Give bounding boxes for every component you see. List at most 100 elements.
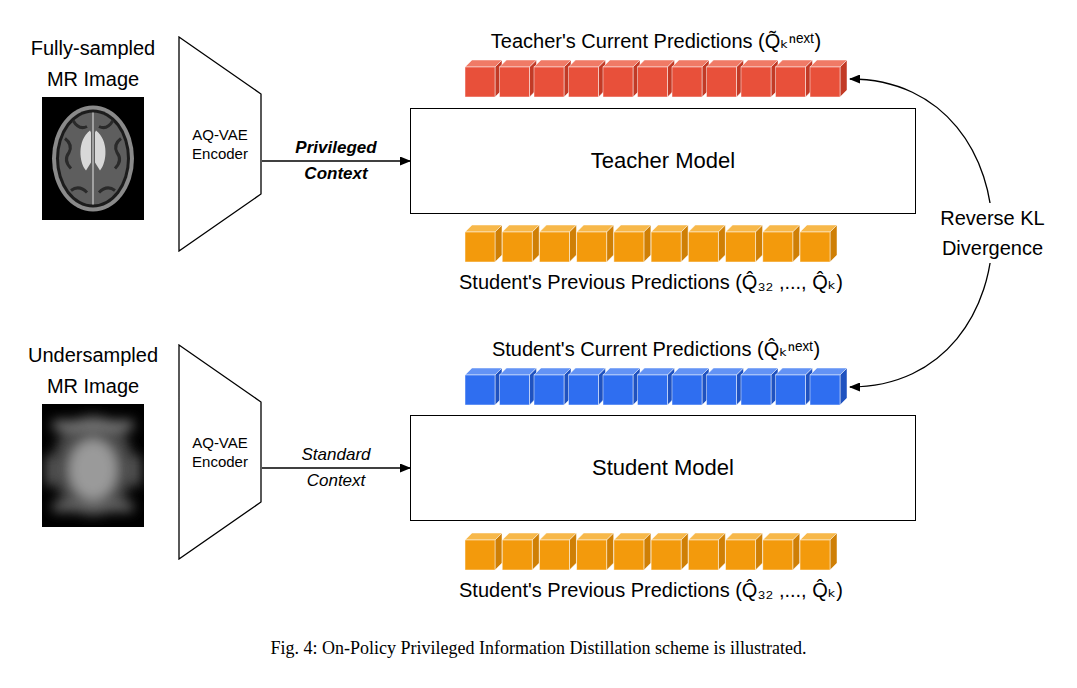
token-cube: [465, 60, 502, 97]
cube-front: [614, 232, 644, 262]
token-cube: [465, 368, 502, 405]
token-row: Teacher's Current Predictions (Q̃ₖⁿᵉˣᵗ): [465, 60, 847, 98]
cube-front: [577, 232, 607, 262]
cube-front: [502, 540, 532, 570]
cube-front: [539, 540, 569, 570]
cube-front: [638, 67, 668, 97]
image-title: Fully-sampled MR Image: [23, 33, 163, 95]
cube-row-art: [465, 533, 837, 575]
cube-row-art: [465, 60, 847, 102]
blur-band: [53, 421, 133, 431]
cube-front: [465, 540, 495, 570]
token-cube: [688, 225, 725, 262]
token-cube: [638, 368, 675, 405]
model-box: Student Model: [410, 415, 916, 521]
cube-side: [569, 533, 576, 570]
token-cube: [763, 225, 800, 262]
cube-front: [577, 540, 607, 570]
midline: [92, 113, 93, 205]
prediction-label: Student's Previous Predictions (Q̂₃₂ ,..…: [351, 269, 951, 295]
prediction-label: Student's Previous Predictions (Q̂₃₂ ,..…: [351, 577, 951, 603]
model-name: Student Model: [592, 454, 734, 483]
token-cube: [614, 225, 651, 262]
cube-front: [672, 67, 702, 97]
cube-side: [532, 225, 539, 262]
blur-band: [45, 456, 55, 486]
cube-front: [741, 67, 771, 97]
token-cube: [776, 60, 813, 97]
connector: [262, 467, 410, 468]
token-cube: [502, 533, 539, 570]
token-cube: [672, 60, 709, 97]
cube-front: [465, 232, 495, 262]
cube-side: [830, 533, 837, 570]
token-cube: [651, 533, 688, 570]
connector-label: Standard Context: [286, 442, 386, 494]
cube-side: [756, 533, 763, 570]
cube-front: [776, 67, 806, 97]
token-cube: [603, 60, 640, 97]
cube-front: [688, 232, 718, 262]
token-cube: [726, 225, 763, 262]
token-cube: [688, 533, 725, 570]
cube-front: [688, 540, 718, 570]
cube-side: [607, 225, 614, 262]
cube-front: [651, 540, 681, 570]
cube-side: [495, 533, 502, 570]
cube-side: [718, 533, 725, 570]
cube-front: [539, 232, 569, 262]
blur-core: [69, 440, 117, 500]
cube-front: [810, 67, 840, 97]
cube-front: [603, 67, 633, 97]
cube-front: [465, 67, 495, 97]
skull: [52, 106, 134, 212]
token-cube: [465, 225, 502, 262]
cube-row-art: [465, 225, 837, 267]
token-cube: [651, 225, 688, 262]
cube-row-svg: [465, 533, 837, 571]
cube-front: [500, 375, 530, 405]
cube-row-svg: [465, 225, 837, 263]
cube-row-art: [465, 368, 847, 410]
text-holder: AQ-VAE Encoder: [178, 344, 262, 560]
cube-side: [756, 225, 763, 262]
token-cube: [707, 60, 744, 97]
token-cube: [672, 368, 709, 405]
cube-front: [707, 375, 737, 405]
token-cube: [741, 368, 778, 405]
cube-front: [534, 375, 564, 405]
token-row: Student's Previous Predictions (Q̂₃₂ ,..…: [465, 533, 837, 571]
token-cube: [741, 60, 778, 97]
token-cube: [614, 533, 651, 570]
token-cube: [569, 60, 606, 97]
cube-front: [800, 540, 830, 570]
token-cube: [707, 368, 744, 405]
connector-label: Reverse KL Divergence: [918, 203, 1068, 263]
cube-front: [569, 67, 599, 97]
token-cube: [502, 225, 539, 262]
blur-band: [53, 502, 133, 512]
cube-side: [793, 533, 800, 570]
token-cube: [776, 368, 813, 405]
prediction-label: Student's Current Predictions (Q̂ₖⁿᵉˣᵗ): [356, 336, 956, 362]
token-cube: [810, 368, 847, 405]
token-cube: [810, 60, 847, 97]
cube-front: [569, 375, 599, 405]
token-cube: [800, 533, 837, 570]
token-cube: [603, 368, 640, 405]
cube-side: [840, 368, 847, 405]
figure-caption: Fig. 4: On-Policy Privileged Information…: [0, 637, 1077, 660]
model-name: Teacher Model: [591, 147, 735, 176]
cube-row-svg: [465, 368, 847, 406]
blur-band: [131, 456, 141, 486]
cube-front: [741, 375, 771, 405]
token-cube: [500, 60, 537, 97]
cube-side: [644, 225, 651, 262]
token-row: Student's Current Predictions (Q̂ₖⁿᵉˣᵗ): [465, 368, 847, 406]
cube-front: [810, 375, 840, 405]
mri-illustration: [42, 404, 144, 527]
prediction-label: Teacher's Current Predictions (Q̃ₖⁿᵉˣᵗ): [356, 28, 956, 54]
cube-front: [726, 232, 756, 262]
cube-side: [840, 60, 847, 97]
